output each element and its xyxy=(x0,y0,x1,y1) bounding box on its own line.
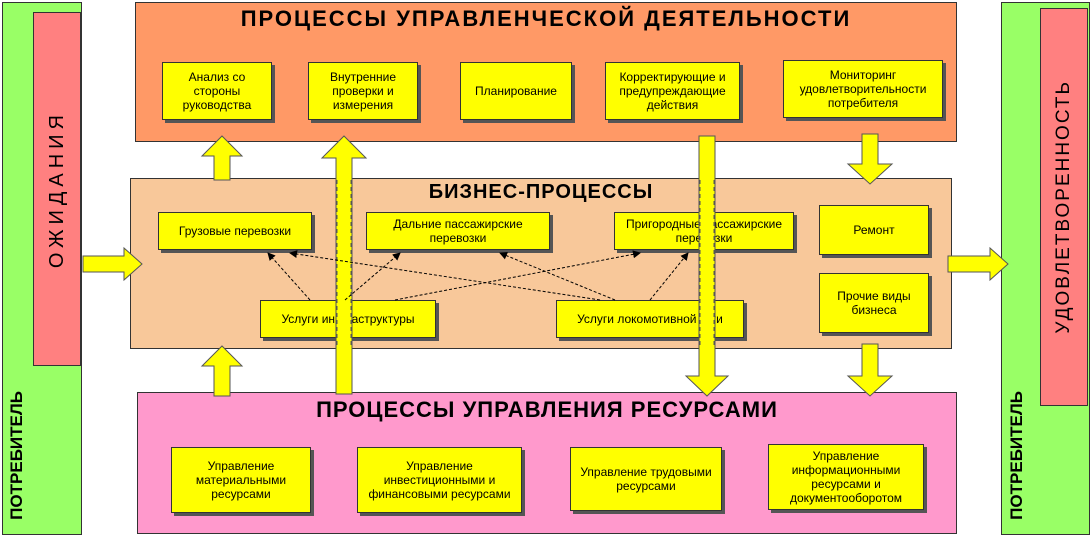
business-to-analysis-arrow xyxy=(200,135,244,181)
expectations-box: ОЖИДАНИЯ xyxy=(33,12,81,366)
business-item-long-distance: Дальние пассажирские перевозки xyxy=(366,212,550,250)
business-item-other: Прочие виды бизнеса xyxy=(819,273,929,333)
management-item-satisfaction-monitoring: Мониторинг удовлетворительности потребит… xyxy=(783,60,943,118)
business-to-resources-arrow xyxy=(846,343,894,397)
infra-to-freight-line xyxy=(267,252,311,301)
monitoring-to-business-arrow xyxy=(846,133,894,185)
resources-title: ПРОЦЕССЫ УПРАВЛЕНИЯ РЕСУРСАМИ xyxy=(316,397,778,422)
management-item-internal-audits: Внутренние проверки и измерения xyxy=(308,62,418,120)
resources-item-investment: Управление инвестиционными и финансовыми… xyxy=(357,447,522,513)
resources-item-material: Управление материальными ресурсами xyxy=(171,447,311,513)
resources-to-audits-arrow xyxy=(320,135,368,395)
resources-item-information: Управление информационными ресурсами и д… xyxy=(768,444,924,510)
management-item-analysis: Анализ со стороны руководства xyxy=(162,62,272,120)
business-item-freight: Грузовые перевозки xyxy=(158,212,312,250)
corrective-to-resources-arrow xyxy=(684,135,730,397)
resources-to-business-arrow xyxy=(200,345,244,397)
management-item-corrective-actions: Корректирующие и предупреждающие действи… xyxy=(605,62,740,120)
infra-to-longdistance-line xyxy=(344,252,401,301)
expectations-to-business-arrow xyxy=(82,246,143,282)
management-item-planning: Планирование xyxy=(460,62,572,120)
loco-to-freight-line xyxy=(289,250,601,301)
business-title: БИЗНЕС-ПРОЦЕССЫ xyxy=(428,181,654,203)
business-to-satisfaction-arrow xyxy=(947,246,1009,282)
satisfaction-box: УДОВЛЕТВОРЕННОСТЬ xyxy=(1040,8,1088,406)
resources-item-labor: Управление трудовыми ресурсами xyxy=(570,447,722,511)
loco-to-longdistance-line xyxy=(499,251,616,301)
loco-to-suburban-line xyxy=(649,252,689,301)
infra-to-suburban-line xyxy=(394,250,641,301)
business-item-repair: Ремонт xyxy=(819,205,929,255)
management-title: ПРОЦЕССЫ УПРАВЛЕНЧЕСКОЙ ДЕЯТЕЛЬНОСТИ xyxy=(240,6,852,31)
